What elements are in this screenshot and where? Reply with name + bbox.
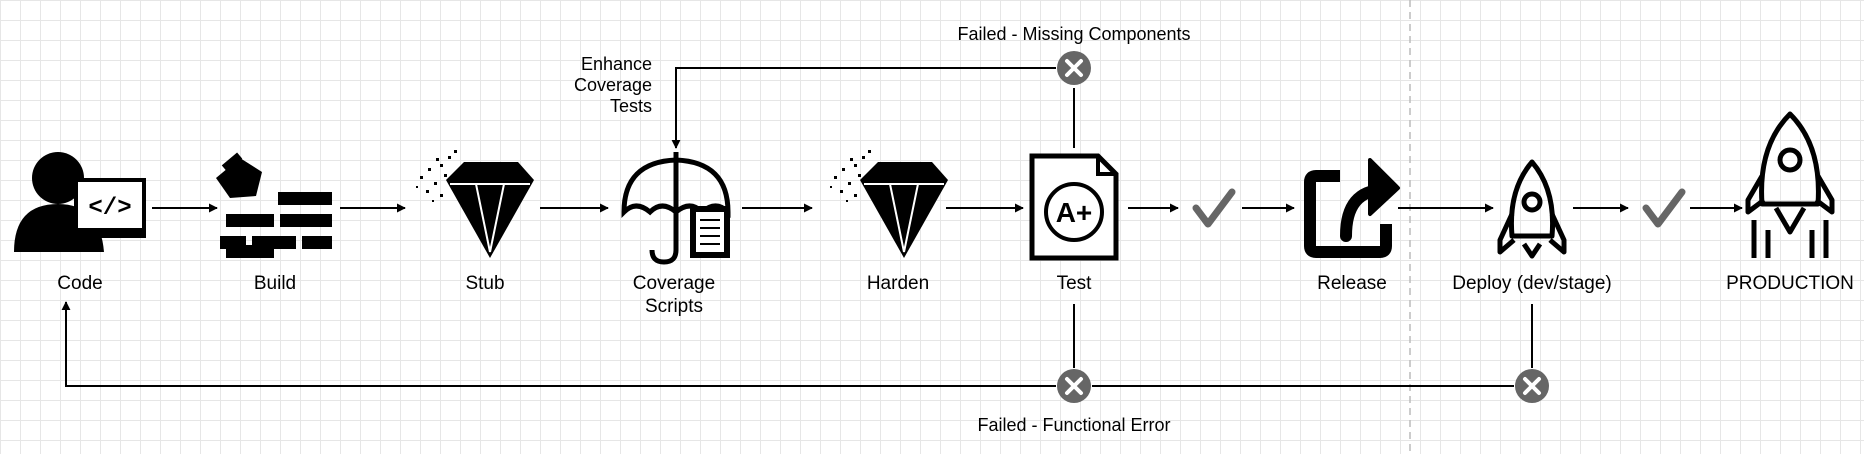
stage-label-build: Build	[253, 273, 297, 294]
rocket-icon	[1497, 159, 1567, 259]
annotation-failed-missing-components: Failed - Missing Components	[957, 24, 1191, 44]
bricks-icon	[216, 152, 332, 258]
developer-icon: </>	[14, 152, 146, 252]
x-circle-icon	[1515, 369, 1549, 403]
annotation-enhance-coverage-tests: Enhance Coverage Tests	[573, 54, 652, 116]
stage-label-harden: Harden	[866, 273, 930, 294]
share-icon	[1304, 158, 1400, 258]
diamond-icon	[830, 150, 948, 258]
diamond-icon	[416, 150, 534, 258]
check-icon	[1642, 188, 1686, 228]
stage-label-coverage-scripts: Coverage Scripts	[632, 273, 716, 317]
stage-label-code: Code	[57, 273, 103, 294]
arrow-fail-to-code	[61, 301, 1056, 387]
x-circle-icon	[1057, 51, 1091, 85]
stage-label-production: PRODUCTION	[1726, 273, 1854, 294]
stage-label-deploy: Deploy (dev/stage)	[1452, 273, 1612, 294]
stage-label-release: Release	[1317, 273, 1387, 294]
rocket-launch-icon	[1745, 111, 1835, 258]
graded-document-icon: A+	[1029, 153, 1119, 261]
stage-label-test: Test	[1056, 273, 1092, 294]
stage-label-stub: Stub	[465, 273, 505, 294]
arrow-fail-to-coverage	[671, 67, 1056, 149]
flow-connectors	[61, 67, 1743, 387]
x-circle-icon	[1057, 369, 1091, 403]
umbrella-document-icon	[621, 152, 731, 265]
svg-text:</>: </>	[88, 195, 131, 222]
check-icon	[1192, 188, 1236, 228]
svg-text:A+: A+	[1056, 197, 1093, 228]
annotation-failed-functional-error: Failed - Functional Error	[977, 415, 1171, 435]
